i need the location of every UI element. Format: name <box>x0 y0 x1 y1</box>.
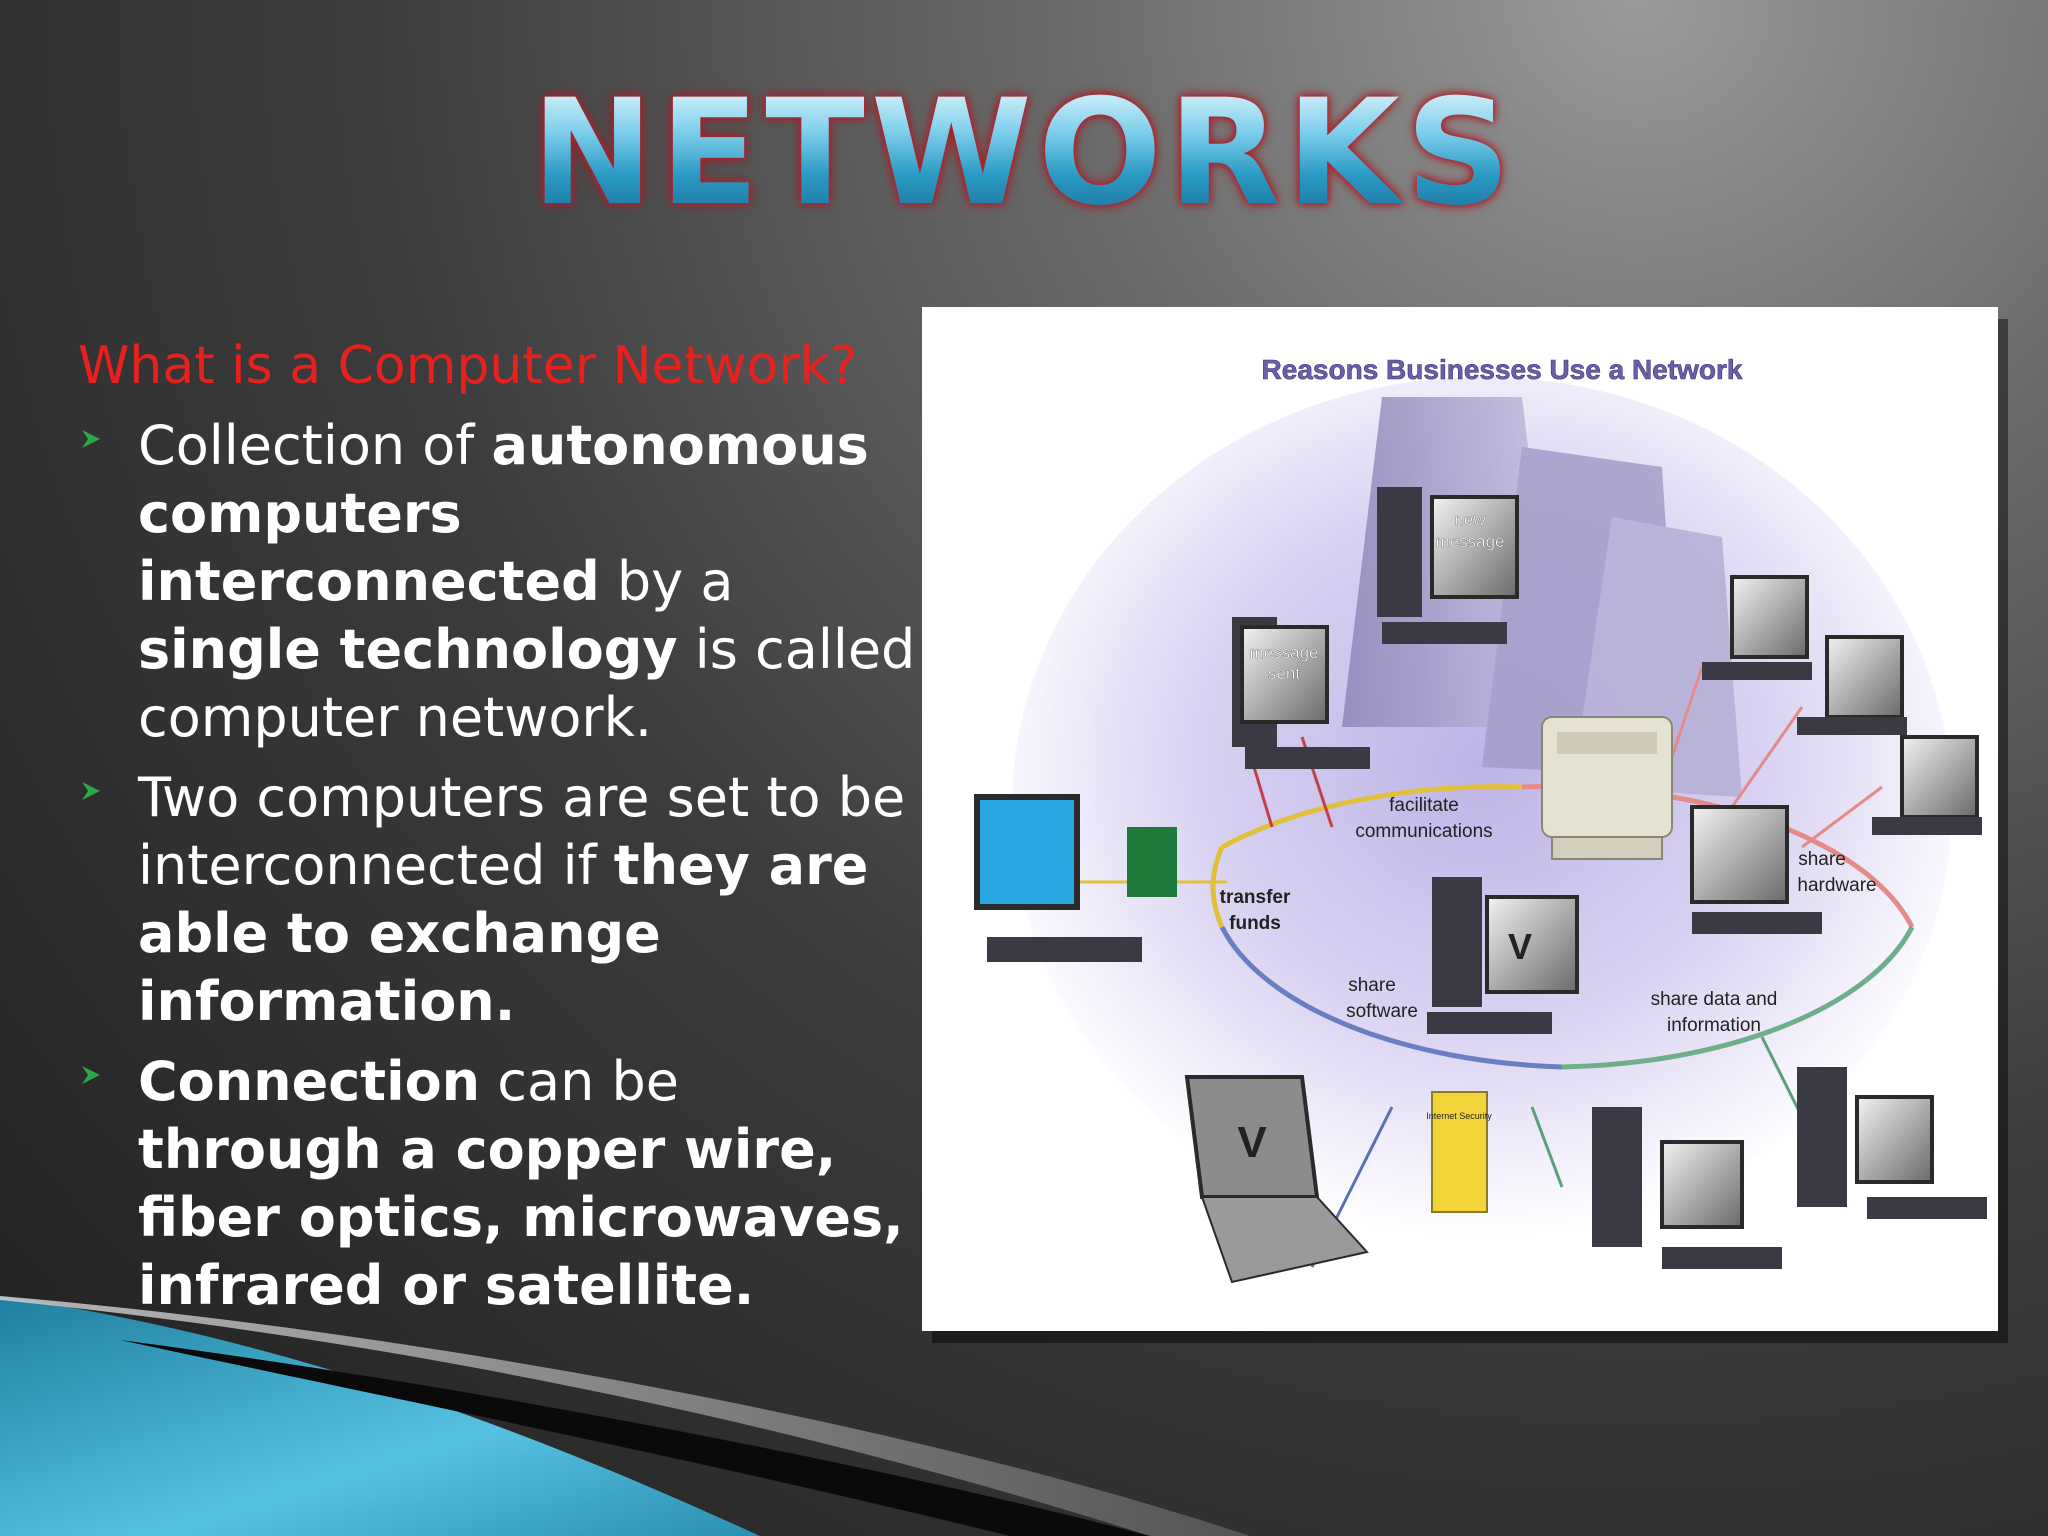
bullet-text: they are able to exchange information. <box>138 834 869 1033</box>
label-message-sent-2: sent <box>1268 664 1300 683</box>
bullet-item: Connection can be through a copper wire,… <box>78 1048 918 1320</box>
bullet-text: can be <box>480 1050 679 1113</box>
network-figure: Reasons Businesses Use a Network <box>922 307 1998 1331</box>
security-box-label: Internet Security <box>1426 1111 1492 1121</box>
figure-heading: Reasons Businesses Use a Network <box>1262 354 1743 385</box>
computer-top-left <box>1232 617 1370 769</box>
computer-left-bank <box>974 794 1142 962</box>
laptop-bottom-left <box>1184 1075 1369 1284</box>
label-facilitate: facilitate <box>1389 795 1459 816</box>
bullet-text: single technology <box>138 618 678 681</box>
computer-right-3 <box>1872 735 1982 835</box>
computer-bottom-mid <box>1592 1107 1782 1269</box>
computer-right-2 <box>1797 635 1907 735</box>
bullet-list: Collection of autonomous computers inter… <box>78 412 918 1332</box>
label-share-data-1: share data and <box>1651 989 1778 1010</box>
label-share-data-2: information <box>1667 1015 1761 1036</box>
label-share-hardware-1: share <box>1798 849 1846 870</box>
computer-top-center <box>1377 487 1519 644</box>
bullet-text: by a <box>599 550 734 613</box>
label-new: new <box>1454 510 1486 529</box>
security-software-box <box>1431 1091 1488 1213</box>
label-message: message <box>1436 532 1505 551</box>
bullet-item: Collection of autonomous computers inter… <box>78 412 918 752</box>
bullet-arrow-icon <box>82 1066 100 1084</box>
bullet-item: Two computers are set to be interconnect… <box>78 764 918 1036</box>
bullet-text: through a copper wire, fiber optics, mic… <box>138 1118 904 1317</box>
label-share-hardware-2: hardware <box>1797 875 1876 896</box>
bullet-arrow-icon <box>82 782 100 800</box>
bullet-text: Connection <box>138 1050 481 1113</box>
label-message-sent-1: message <box>1250 643 1319 662</box>
label-communications: communications <box>1355 821 1492 842</box>
label-share-software-1: share <box>1348 975 1396 996</box>
bullet-text: autonomous computers interconnected <box>138 414 869 613</box>
antivirus-v-icon: V <box>1508 926 1532 967</box>
bullet-text: is called computer network. <box>138 618 916 749</box>
computer-bottom-right <box>1797 1067 1987 1219</box>
slide-title: NETWORKS <box>0 80 2048 226</box>
money-stack-icon <box>1127 827 1177 897</box>
computer-right-1 <box>1702 575 1812 680</box>
label-share-software-2: software <box>1346 1001 1418 1022</box>
bullet-text: Collection of <box>138 414 492 477</box>
printer-icon <box>1541 716 1673 860</box>
computer-center-bottom <box>1427 877 1579 1034</box>
label-transfer: transfer <box>1220 887 1291 908</box>
bullet-arrow-icon <box>82 430 100 448</box>
slide-question: What is a Computer Network? <box>78 336 858 396</box>
laptop-v-icon: V <box>1237 1118 1267 1167</box>
computer-middle-right <box>1690 805 1822 934</box>
bullet-text: Two computers are set to be interconnect… <box>138 766 906 897</box>
label-funds: funds <box>1229 913 1281 934</box>
network-illustration: Reasons Businesses Use a Network <box>974 354 1987 1284</box>
